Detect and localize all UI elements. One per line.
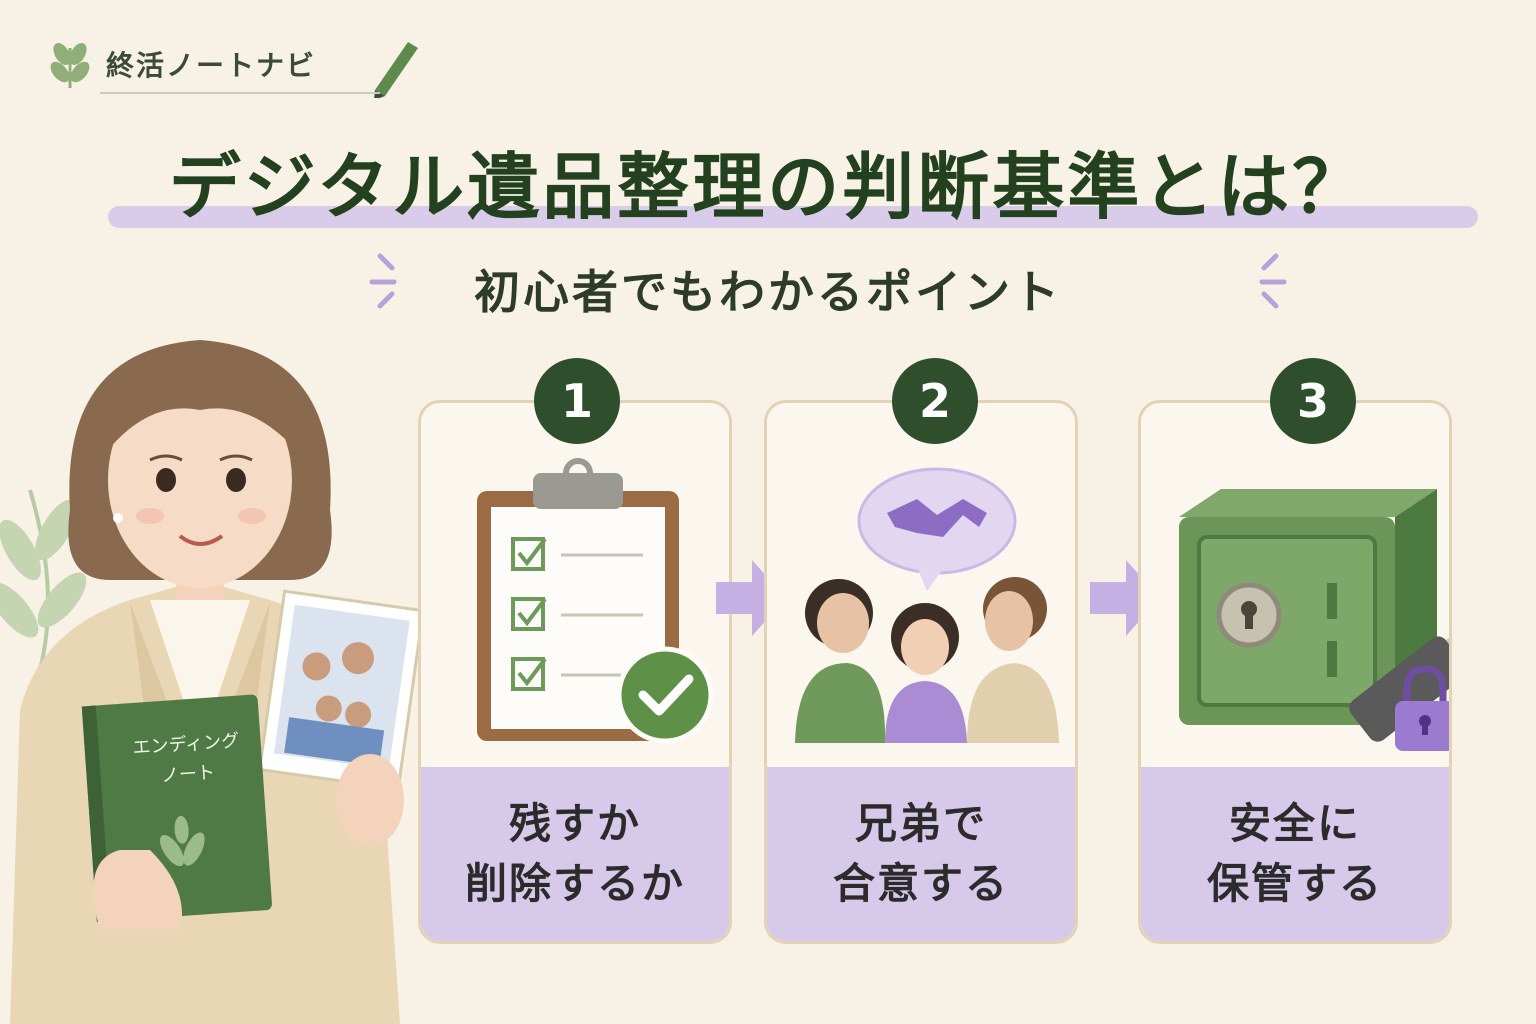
step-1-line1: 残すか (508, 799, 641, 848)
leaf-icon (159, 815, 205, 867)
sparkle-left-icon (369, 253, 397, 309)
handshake-icon (887, 499, 987, 537)
brand-logo (50, 42, 418, 98)
step-card-2-caption: 兄弟で 合意する (767, 767, 1075, 941)
title-highlight (108, 206, 1478, 228)
step-card-3-caption: 安全に 保管する (1141, 767, 1449, 941)
family-photo (257, 589, 420, 791)
leaf-icon (50, 43, 90, 88)
page-title: デジタル遺品整理の判断基準とは？ (168, 145, 1368, 229)
step-card-1: 残すか 削除するか (418, 400, 732, 944)
step-badge-3: 3 (1270, 358, 1356, 444)
plant-icon (0, 489, 87, 671)
step-card-1-caption: 残すか 削除するか (421, 767, 729, 941)
woman-illustration (0, 340, 420, 1024)
brand-name: 終活ノートナビ (106, 49, 317, 82)
step-card-3: 安全に 保管する (1138, 400, 1452, 944)
handshake-people-icon (795, 467, 1059, 743)
page-subtitle: 初心者でもわかるポイント (474, 265, 1062, 319)
sparkle-right-icon (1259, 253, 1287, 309)
step-2-line1: 兄弟で (854, 799, 987, 848)
pen-icon (374, 42, 418, 98)
step-badge-1: 1 (534, 358, 620, 444)
step-badge-2: 2 (892, 358, 978, 444)
book-title: エンディング ノート (110, 725, 264, 795)
step-3-line2: 保管する (1206, 859, 1383, 908)
step-1-line2: 削除するか (464, 859, 685, 908)
step-card-2: 兄弟で 合意する (764, 400, 1078, 944)
step-3-line1: 安全に (1228, 799, 1361, 848)
step-2-line2: 合意する (832, 859, 1009, 908)
clipboard-check-icon (477, 458, 714, 744)
brand-divider (100, 92, 380, 94)
padlock-icon (1395, 665, 1449, 751)
safe-lock-icon (1179, 489, 1449, 751)
